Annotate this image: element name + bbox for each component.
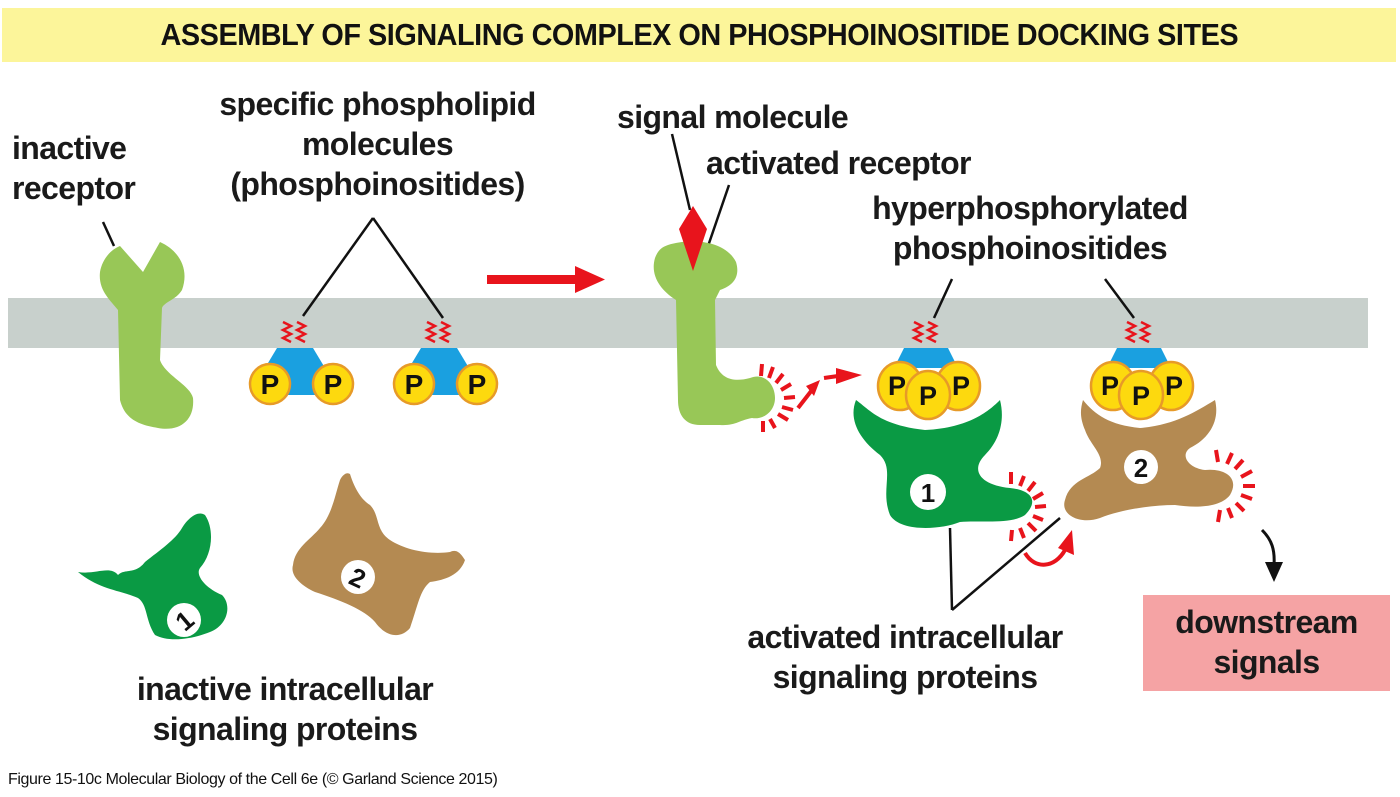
activation-arrow-1 (796, 368, 862, 410)
label-specific-phospholipid: specific phospholipid molecules (phospho… (219, 86, 536, 202)
protein-1-number: 1 (921, 478, 935, 508)
transition-arrow (487, 266, 605, 293)
protein-2-number: 2 (1134, 453, 1148, 483)
figure-caption: Figure 15-10c Molecular Biology of the C… (8, 771, 498, 788)
label-activated-proteins: activated intracellular signaling protei… (747, 619, 1063, 695)
inactive-protein-1 (78, 513, 228, 640)
phosphate-label: P (261, 369, 280, 400)
activated-receptor (653, 241, 775, 426)
activation-arrow-2 (1023, 530, 1074, 567)
label-downstream-signals: downstream signals (1175, 604, 1358, 680)
svg-text:P: P (952, 371, 970, 401)
figure-title: ASSEMBLY OF SIGNALING COMPLEX ON PHOSPHO… (160, 17, 1238, 52)
svg-text:P: P (1101, 371, 1119, 401)
label-inactive-receptor: inactive receptor (12, 130, 136, 206)
activated-protein-1 (853, 400, 1033, 528)
phosphoinositide-left-1: P P (248, 320, 355, 406)
inactive-receptor (99, 242, 194, 429)
svg-text:P: P (1132, 381, 1150, 411)
label-signal-molecule: signal molecule (617, 99, 849, 135)
downstream-signals-box (1143, 595, 1390, 691)
label-hyperphosphorylated: hyperphosphorylated phosphoinositides (872, 190, 1188, 266)
svg-text:P: P (888, 371, 906, 401)
phosphoinositide-left-2: P P (392, 320, 499, 406)
hyperphosphorylated-pi-1: P P P (876, 320, 982, 421)
phosphate-label: P (468, 369, 487, 400)
activation-burst-protein-2 (1214, 449, 1255, 523)
svg-text:P: P (1165, 371, 1183, 401)
activation-burst-protein-1 (1009, 472, 1047, 542)
phosphate-label: P (324, 369, 343, 400)
signal-molecule (679, 206, 707, 271)
inactive-protein-2 (292, 473, 465, 636)
leader-lines (101, 133, 1136, 611)
hyperphosphorylated-pi-2: P P P (1089, 320, 1195, 421)
activation-burst-receptor (759, 363, 796, 432)
phosphate-label: P (405, 369, 424, 400)
label-activated-receptor: activated receptor (706, 145, 971, 181)
title-banner: ASSEMBLY OF SIGNALING COMPLEX ON PHOSPHO… (2, 8, 1396, 62)
downstream-arrow (1260, 528, 1283, 582)
label-inactive-proteins: inactive intracellular signaling protein… (136, 671, 434, 747)
svg-text:P: P (919, 381, 937, 411)
